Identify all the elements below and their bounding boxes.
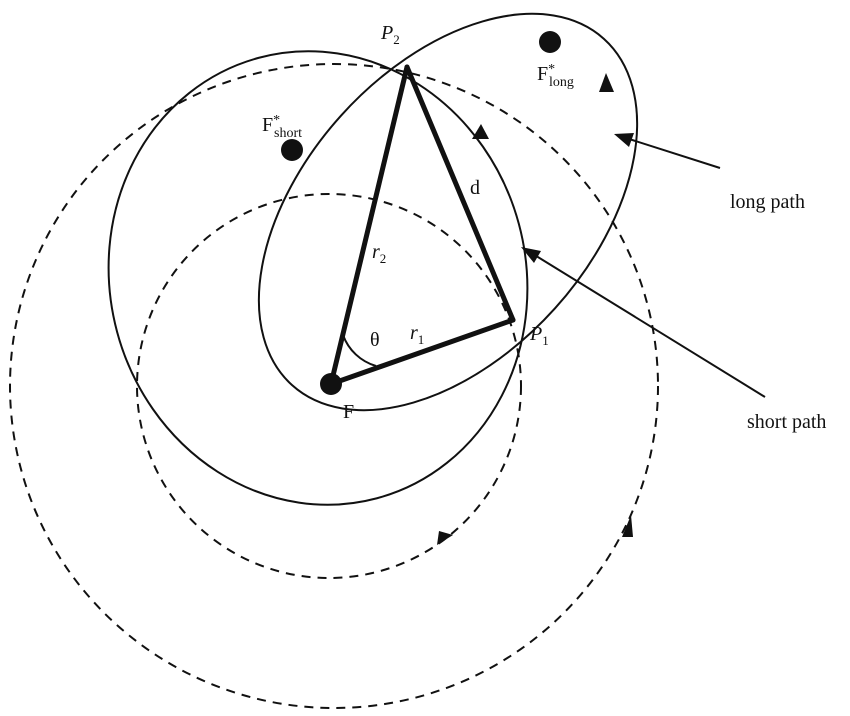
d-label: d (470, 177, 480, 199)
p2-label: P2 (380, 22, 400, 47)
p1-label: P1 (529, 323, 549, 348)
short-path-pointer-arrowhead (521, 247, 541, 263)
inner-dashed-orbit (136, 193, 522, 579)
r2-label: r2 (372, 241, 386, 266)
d-segment (404, 64, 516, 323)
direction-arrow-long-path (599, 73, 614, 92)
f-long-label: F*long (537, 62, 574, 90)
long-path-pointer-arrowhead (614, 133, 634, 147)
f-short-label: F*short (262, 113, 302, 141)
focus-point (320, 373, 342, 395)
short-path-ellipse (257, 12, 639, 412)
r1-segment (328, 317, 516, 387)
direction-arrow-outer-orbit (622, 515, 633, 537)
long-vacant-focus-point (539, 31, 561, 53)
theta-label: θ (370, 329, 380, 351)
short-path-label: short path (747, 411, 826, 433)
direction-arrow-inner-orbit (437, 531, 453, 545)
r1-label: r1 (410, 322, 424, 347)
short-path-pointer (532, 253, 766, 398)
long-path-ellipse (107, 50, 529, 506)
focus-label: F (343, 401, 354, 423)
long-path-label: long path (730, 191, 805, 213)
theta-arc (342, 334, 377, 367)
outer-dashed-orbit (9, 63, 659, 709)
r2-segment (328, 64, 410, 387)
direction-arrow-short-path (472, 124, 489, 139)
long-path-pointer (625, 137, 721, 169)
short-vacant-focus-point (281, 139, 303, 161)
